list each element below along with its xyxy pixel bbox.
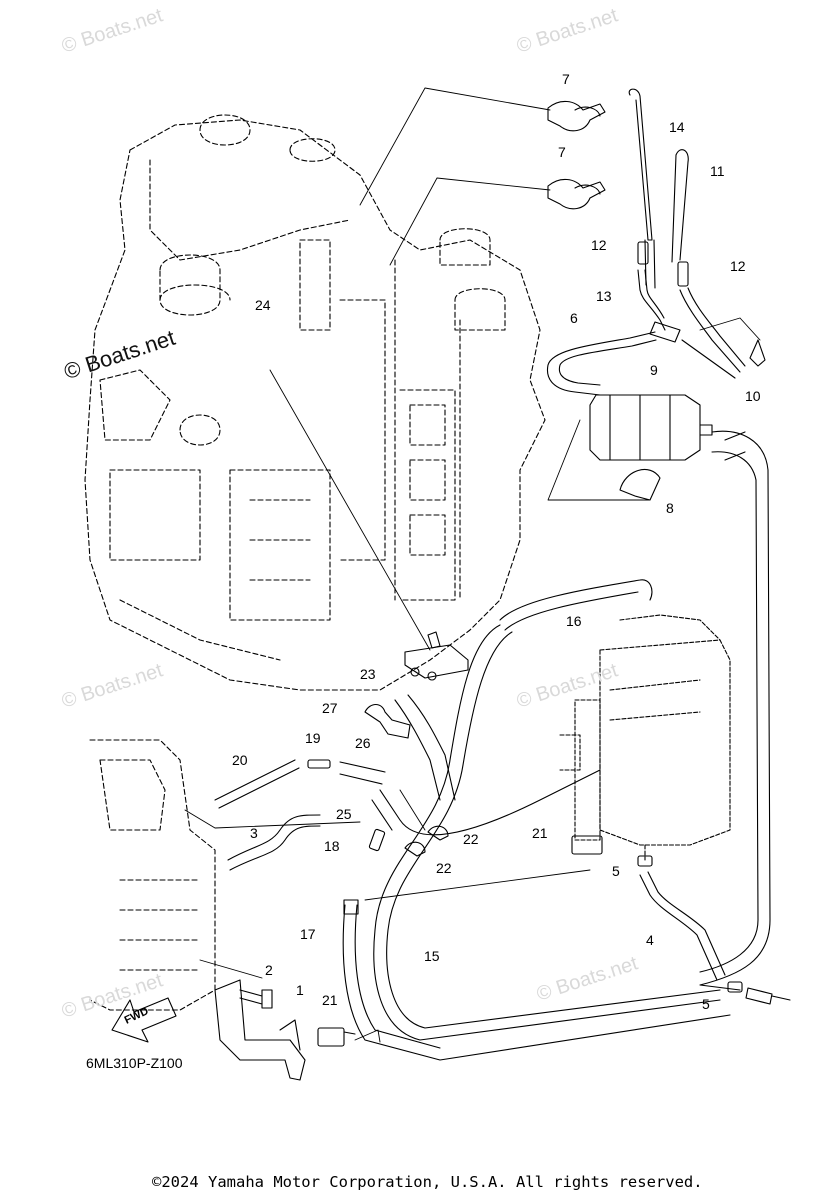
clamp-7-upper — [547, 100, 606, 132]
callout-24: 24 — [255, 297, 271, 313]
hose-11 — [671, 149, 689, 263]
fuel-filter-assembly — [559, 614, 731, 861]
callout-26: 26 — [355, 735, 371, 751]
part-27 — [364, 703, 411, 739]
hose-20 — [214, 759, 300, 809]
connector-21-upper — [571, 835, 603, 855]
hose-4 — [639, 871, 726, 981]
callout-18: 18 — [324, 838, 340, 854]
fitting-bottom-right — [745, 987, 791, 1005]
callout-8: 8 — [666, 500, 674, 516]
callout-2: 2 — [265, 962, 273, 978]
hose-10 — [679, 287, 746, 379]
valve-23 — [404, 631, 469, 681]
callout-22-upper: 22 — [463, 831, 479, 847]
bracket-1 — [214, 979, 306, 1081]
joint-12 — [637, 241, 689, 287]
leader-lines — [184, 87, 761, 1043]
connector-21-lower — [317, 1027, 356, 1047]
diagram-code: 6ML310P-Z100 — [86, 1055, 183, 1071]
hose-17 — [342, 899, 731, 1061]
canister — [589, 394, 713, 461]
callout-9: 9 — [650, 362, 658, 378]
engine-block-outline — [84, 114, 546, 691]
hose-13 — [637, 269, 666, 331]
callout-10: 10 — [745, 388, 761, 404]
callout-14: 14 — [669, 119, 685, 135]
hose-16 — [499, 579, 653, 631]
callout-25: 25 — [336, 806, 352, 822]
hose-right-long — [699, 430, 771, 991]
callout-7-upper: 7 — [562, 71, 570, 87]
callout-11: 11 — [710, 163, 725, 179]
hose-25 — [371, 769, 601, 836]
callout-5-lower: 5 — [702, 996, 710, 1012]
callout-22-lower: 22 — [436, 860, 452, 876]
hose-14 — [628, 88, 656, 289]
callout-7-lower: 7 — [558, 144, 566, 160]
callout-6: 6 — [570, 310, 578, 326]
hose-6 — [546, 331, 657, 396]
callout-21-lower: 21 — [322, 992, 338, 1008]
callout-20: 20 — [232, 752, 248, 768]
callout-17: 17 — [300, 926, 316, 942]
hose-15 — [373, 624, 721, 1041]
callout-3: 3 — [250, 825, 258, 841]
joint-18 — [368, 828, 386, 852]
lower-bracket-outline — [89, 739, 216, 1011]
joint-9 — [649, 321, 681, 343]
copyright-notice: ©2024 Yamaha Motor Corporation, U.S.A. A… — [152, 1173, 703, 1191]
hose-26 — [339, 694, 456, 801]
callout-15: 15 — [424, 948, 440, 964]
callout-5-upper: 5 — [612, 863, 620, 879]
hose-3 — [227, 814, 321, 871]
callout-27: 27 — [322, 700, 338, 716]
clamp-5 — [637, 855, 743, 993]
callout-4: 4 — [646, 932, 654, 948]
callout-12-left: 12 — [591, 237, 607, 253]
clips-22 — [404, 825, 449, 857]
callout-23: 23 — [360, 666, 376, 682]
clamp-7-lower — [547, 178, 606, 210]
callout-21-upper: 21 — [532, 825, 548, 841]
callout-19: 19 — [305, 730, 321, 746]
callout-16: 16 — [566, 613, 582, 629]
joint-19 — [307, 759, 331, 769]
callout-13: 13 — [596, 288, 612, 304]
bolt-2 — [239, 989, 273, 1009]
fwd-arrow-icon — [111, 997, 177, 1043]
fitting-10 — [749, 339, 766, 367]
callout-12-right: 12 — [730, 258, 746, 274]
callout-1: 1 — [296, 982, 304, 998]
clamp-8 — [619, 469, 661, 501]
